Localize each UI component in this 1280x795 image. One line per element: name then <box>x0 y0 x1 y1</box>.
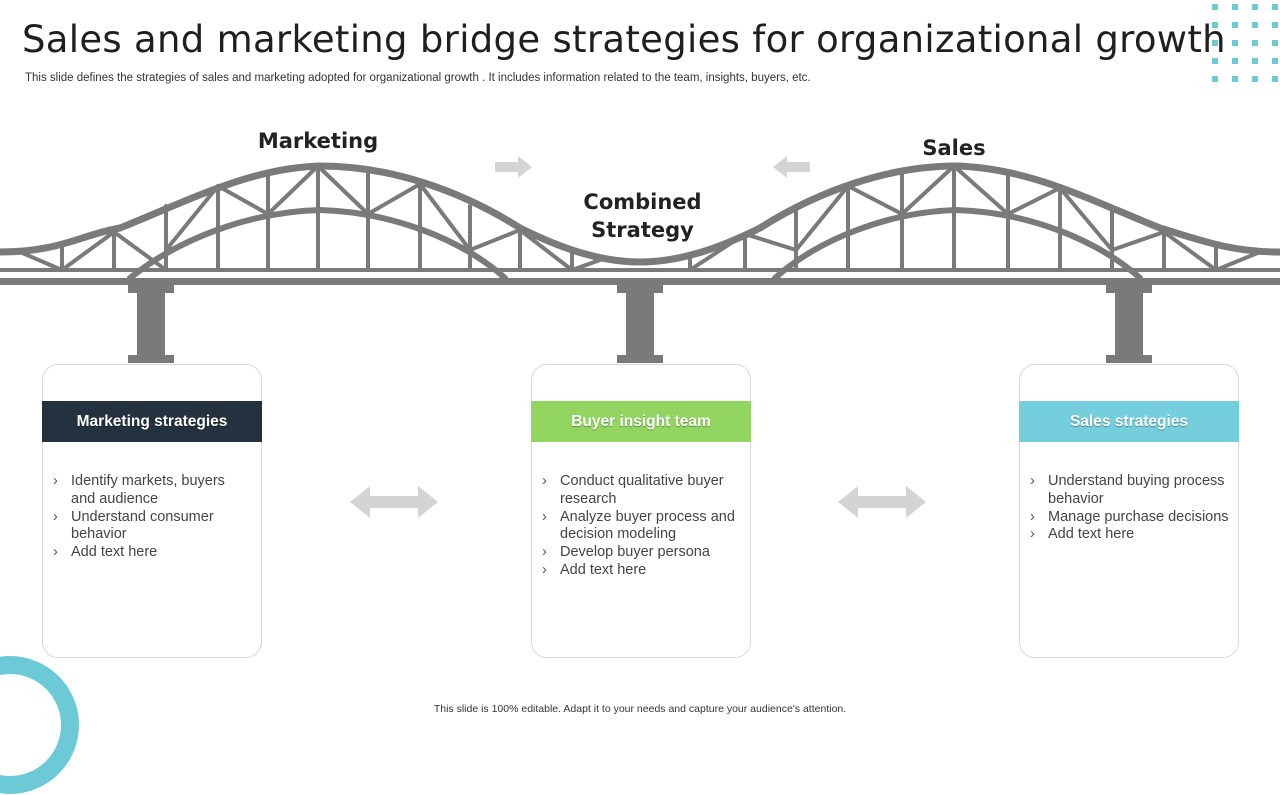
page-title: Sales and marketing bridge strategies fo… <box>22 18 1226 61</box>
list-item: Understand buying process behavior <box>1028 473 1230 509</box>
list-item: Manage purchase decisions <box>1028 509 1230 527</box>
double-arrow-left-icon <box>350 486 438 518</box>
card-buyer-insight-team: Buyer insight team Conduct qualitative b… <box>531 364 751 658</box>
dot-grid-decoration <box>1212 4 1278 82</box>
footer-note: This slide is 100% editable. Adapt it to… <box>433 703 847 715</box>
page-subtitle: This slide defines the strategies of sal… <box>25 72 811 84</box>
card-list: Identify markets, buyers and audience Un… <box>51 473 253 562</box>
combined-strategy-line2: Strategy <box>591 218 694 242</box>
list-item: Develop buyer persona <box>540 544 742 562</box>
card-marketing-strategies: Marketing strategies Identify markets, b… <box>42 364 262 658</box>
card-list: Conduct qualitative buyer research Analy… <box>540 473 742 580</box>
list-item: Add text here <box>51 544 253 562</box>
card-header: Sales strategies <box>1019 401 1239 442</box>
list-item: Conduct qualitative buyer research <box>540 473 742 509</box>
list-item: Identify markets, buyers and audience <box>51 473 253 509</box>
list-item: Understand consumer behavior <box>51 509 253 545</box>
list-item: Add text here <box>540 562 742 580</box>
marketing-label: Marketing <box>257 129 379 153</box>
list-item: Analyze buyer process and decision model… <box>540 509 742 545</box>
arrow-left-icon <box>773 156 810 178</box>
card-sales-strategies: Sales strategies Understand buying proce… <box>1019 364 1239 658</box>
arrow-right-icon <box>495 156 532 178</box>
combined-strategy-line1: Combined <box>583 190 702 214</box>
bridge <box>0 162 1280 363</box>
card-header: Marketing strategies <box>42 401 262 442</box>
list-item: Add text here <box>1028 526 1230 544</box>
sales-label: Sales <box>922 136 986 160</box>
combined-strategy-label: Combined Strategy <box>555 188 730 244</box>
double-arrow-right-icon <box>838 486 926 518</box>
bridge-diagram <box>0 156 1280 518</box>
card-list: Understand buying process behavior Manag… <box>1028 473 1230 544</box>
card-header: Buyer insight team <box>531 401 751 442</box>
